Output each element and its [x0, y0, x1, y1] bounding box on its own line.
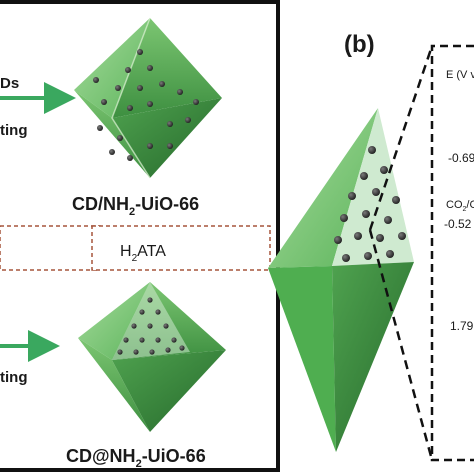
product2-label: CD@NH2-UiO-66 [66, 446, 206, 470]
h2ata-box [91, 225, 271, 271]
zoom-line-top [368, 45, 434, 231]
octahedron-cd-at-nh2-uio66 [78, 282, 226, 432]
h2ata-box-left-dashes [0, 225, 101, 271]
arrow1-bottom-text: ting [0, 122, 28, 139]
level-label-1: -0.69 [448, 151, 474, 165]
h2ata-label: H2ATA [120, 243, 166, 264]
arrow1-top-text: Ds [0, 75, 19, 92]
co2-label: CO2/C [446, 199, 474, 213]
panel-a-frame [0, 0, 280, 472]
panel-b-label: (b) [344, 31, 375, 58]
axis-title: E (V v [446, 69, 474, 81]
octahedron-cd-nh2-uio66 [74, 17, 222, 179]
octahedron-large [268, 108, 414, 452]
energy-diagram-frame [430, 44, 474, 462]
arrow2-bottom-text: ting [0, 369, 28, 386]
zoom-line-bottom [368, 229, 434, 461]
level-label-3: 1.79 [450, 319, 474, 333]
product1-label: CD/NH2-UiO-66 [72, 194, 199, 218]
level-label-2: -0.52 [444, 217, 472, 231]
